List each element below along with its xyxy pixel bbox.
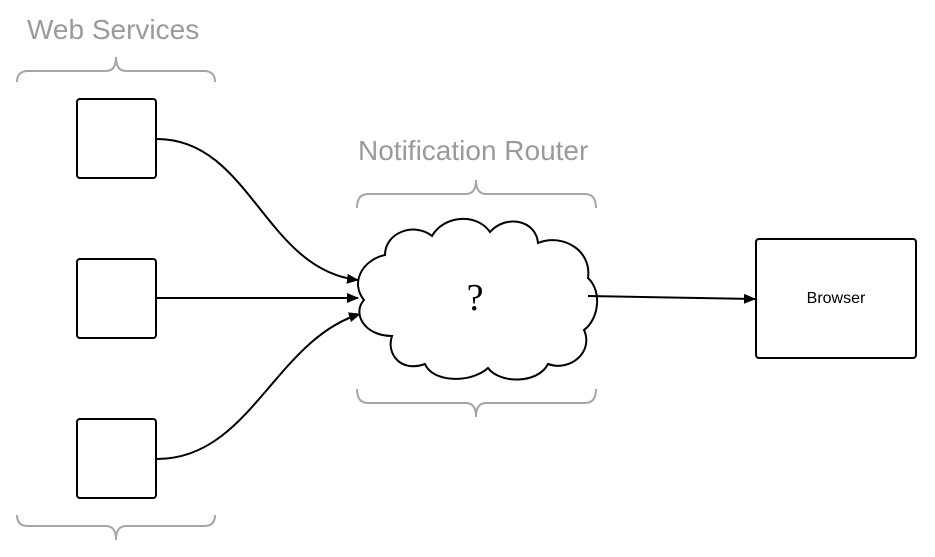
arrow-router-to-browser [587, 293, 756, 304]
browser-label: Browser [806, 289, 866, 307]
notification-router-cloud [357, 217, 599, 381]
web-services-label: Web Services [27, 14, 200, 45]
web-service-box-1 [76, 98, 157, 179]
notification-router-label: Notification Router [358, 135, 589, 166]
arrow-service1-to-router [156, 138, 359, 284]
browser-box: Browser [755, 238, 917, 359]
router-top-brace [356, 179, 597, 209]
router-unknown-label: ? [466, 277, 484, 319]
arrow-service3-to-router [156, 312, 361, 460]
web-service-box-3 [76, 418, 157, 499]
router-bottom-brace [356, 388, 597, 418]
web-service-box-2 [76, 258, 157, 339]
web-services-bottom-brace [16, 514, 216, 541]
web-services-top-brace [16, 56, 216, 83]
